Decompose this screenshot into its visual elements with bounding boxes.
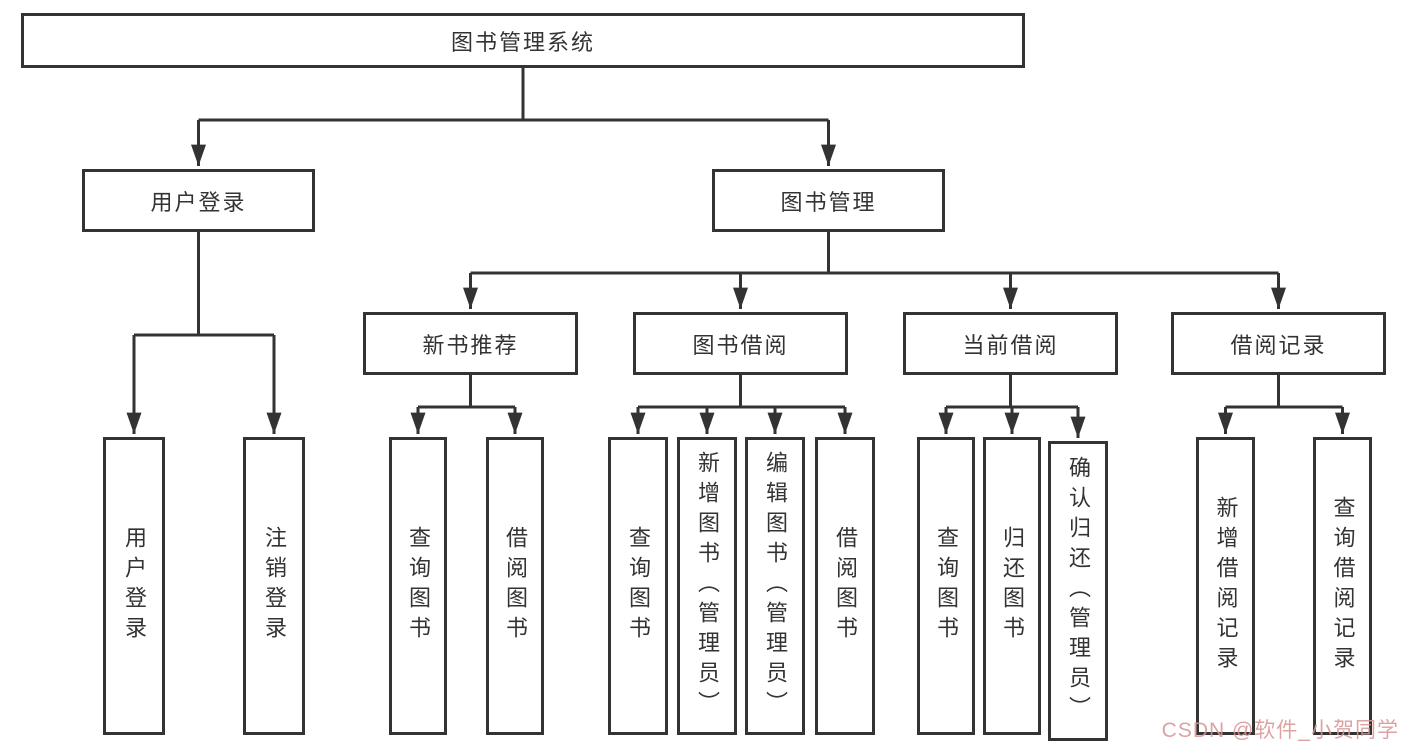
node-book-borrow: 图书借阅 [633, 312, 848, 375]
leaf-logout-label: 注销登录 [262, 526, 287, 646]
leaf-query-books-current-label: 查询图书 [934, 526, 959, 646]
leaf-query-books-current: 查询图书 [917, 437, 975, 735]
leaf-edit-books-admin-label: 编辑图书（管理员） [763, 451, 788, 721]
leaf-query-borrow-record-label: 查询借阅记录 [1330, 496, 1356, 676]
csdn-watermark: CSDN @软件_小贺同学 [1161, 719, 1399, 742]
leaf-add-borrow-record-label: 新增借阅记录 [1213, 496, 1239, 676]
leaf-confirm-return-admin-label: 确认归还（管理员） [1066, 456, 1091, 726]
leaf-user-login-label: 用户登录 [122, 526, 147, 646]
leaf-borrow-books-recommend: 借阅图书 [486, 437, 544, 735]
leaf-query-books-recommend: 查询图书 [389, 437, 447, 735]
node-user-login: 用户登录 [82, 169, 315, 232]
leaf-query-borrow-record: 查询借阅记录 [1313, 437, 1372, 735]
leaf-borrow-books-recommend-label: 借阅图书 [503, 526, 528, 646]
node-book-management: 图书管理 [712, 169, 945, 232]
leaf-return-books-label: 归还图书 [1000, 526, 1025, 646]
leaf-return-books: 归还图书 [983, 437, 1041, 735]
leaf-add-borrow-record: 新增借阅记录 [1196, 437, 1255, 735]
leaf-query-books-recommend-label: 查询图书 [406, 526, 431, 646]
leaf-borrow-books-label: 借阅图书 [833, 526, 858, 646]
leaf-add-books-admin: 新增图书（管理员） [677, 437, 737, 735]
leaf-user-login: 用户登录 [103, 437, 165, 735]
node-current-borrow: 当前借阅 [903, 312, 1118, 375]
leaf-edit-books-admin: 编辑图书（管理员） [745, 437, 805, 735]
leaf-query-books-borrow-label: 查询图书 [626, 526, 651, 646]
leaf-query-books-borrow: 查询图书 [608, 437, 668, 735]
leaf-logout: 注销登录 [243, 437, 305, 735]
leaf-confirm-return-admin: 确认归还（管理员） [1048, 441, 1108, 741]
node-library-management-system: 图书管理系统 [21, 13, 1025, 68]
node-borrow-records: 借阅记录 [1171, 312, 1386, 375]
leaf-borrow-books: 借阅图书 [815, 437, 875, 735]
leaf-add-books-admin-label: 新增图书（管理员） [695, 451, 720, 721]
node-new-book-recommend: 新书推荐 [363, 312, 578, 375]
